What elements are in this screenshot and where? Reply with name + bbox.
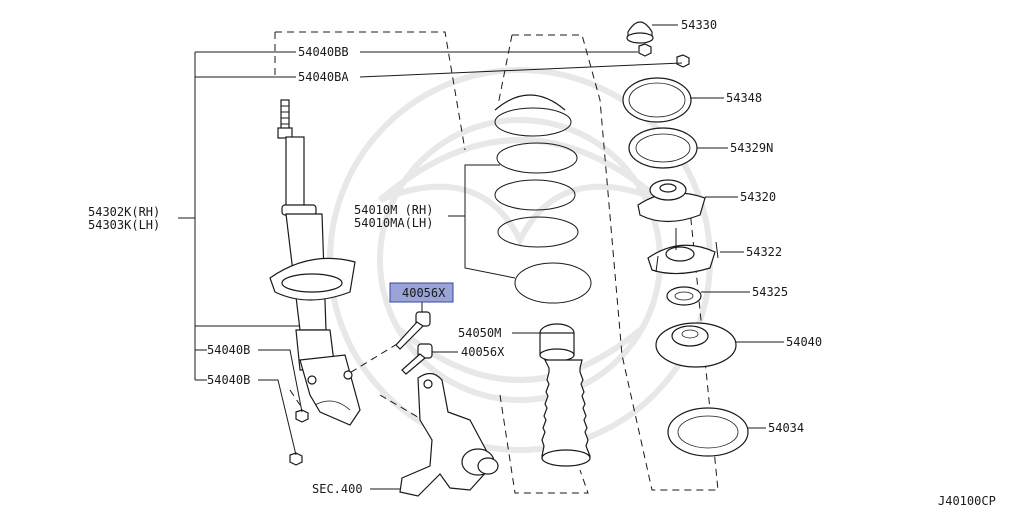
label-sec400[interactable]: SEC.400 — [312, 482, 363, 496]
label-54040[interactable]: 54040 — [786, 335, 822, 349]
label-54302K[interactable]: 54302K(RH) — [88, 205, 160, 219]
strut-nuts — [289, 409, 309, 466]
label-54348[interactable]: 54348 — [726, 91, 762, 105]
mount-stack — [622, 21, 749, 457]
steering-knuckle — [399, 372, 499, 497]
label-54330[interactable]: 54330 — [681, 18, 717, 32]
label-54040BB[interactable]: 54040BB — [298, 45, 349, 59]
label-54325[interactable]: 54325 — [752, 285, 788, 299]
label-54010M[interactable]: 54010M (RH) — [354, 203, 433, 217]
leader-lines — [178, 24, 784, 490]
label-54040B-upper[interactable]: 54040B — [207, 343, 250, 357]
label-40056X[interactable]: 40056X — [461, 345, 505, 359]
label-54050M[interactable]: 54050M — [458, 326, 501, 340]
label-54034[interactable]: 54034 — [768, 421, 804, 435]
mounting-bolts — [395, 311, 433, 375]
label-54329N[interactable]: 54329N — [730, 141, 773, 155]
strut-assembly — [269, 99, 361, 426]
highlighted-part-box[interactable] — [389, 282, 454, 303]
bump-stop-boot — [539, 323, 591, 467]
label-54010MA[interactable]: 54010MA(LH) — [354, 216, 433, 230]
label-54322[interactable]: 54322 — [746, 245, 782, 259]
diagram-id: J40100CP — [938, 494, 996, 508]
coil-spring — [494, 94, 592, 304]
label-54320[interactable]: 54320 — [740, 190, 776, 204]
part-labels: 54330 54040BB 54040BA 54348 54329N 54320… — [88, 18, 996, 508]
label-54303K[interactable]: 54303K(LH) — [88, 218, 160, 232]
label-54040B-lower[interactable]: 54040B — [207, 373, 250, 387]
label-40056X-highlighted[interactable]: 40056X — [402, 286, 446, 300]
label-54040BA[interactable]: 54040BA — [298, 70, 349, 84]
